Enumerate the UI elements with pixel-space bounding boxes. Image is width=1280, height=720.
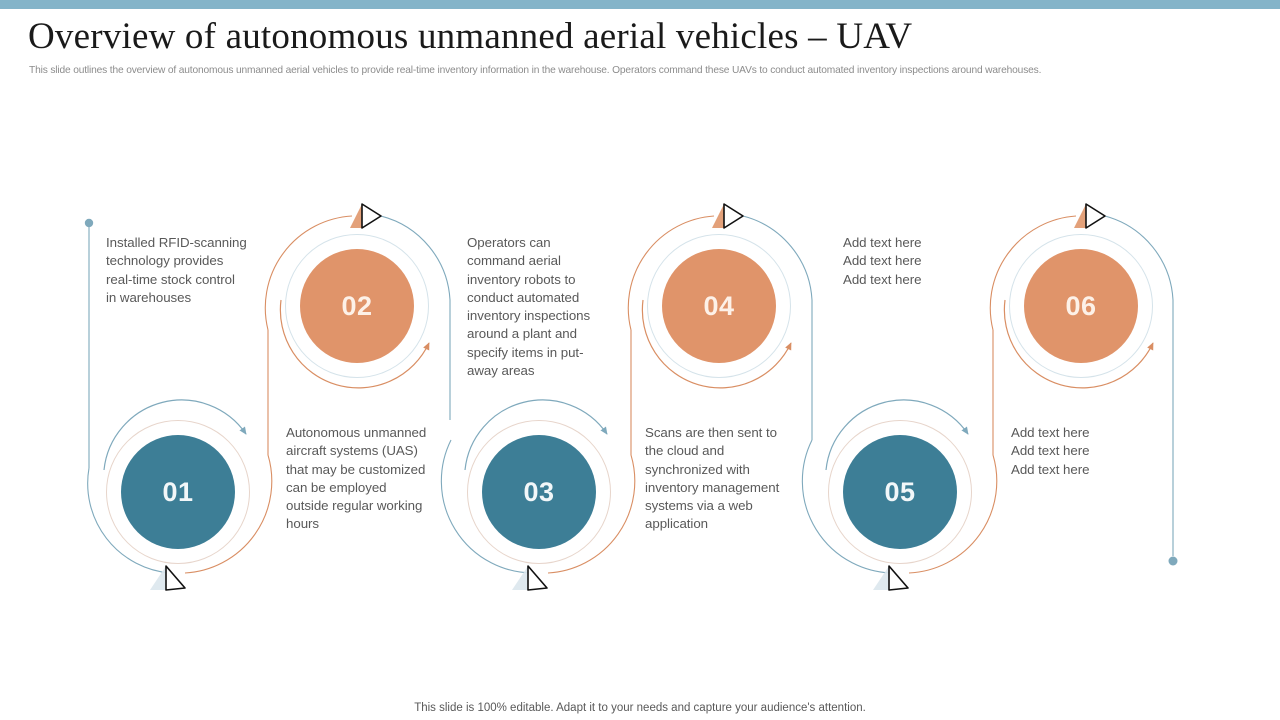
text-line: Add text here bbox=[843, 271, 922, 287]
triangle-marker-06 bbox=[1074, 203, 1106, 229]
page-title: Overview of autonomous unmanned aerial v… bbox=[28, 16, 913, 57]
step-number-01: 01 bbox=[121, 435, 235, 549]
triangle-marker-02 bbox=[350, 203, 382, 229]
step-text-block-3: Operators can command aerial inventory r… bbox=[467, 234, 590, 380]
step-circle-01[interactable]: 01 bbox=[99, 413, 259, 573]
step-circle-02[interactable]: 02 bbox=[278, 227, 438, 387]
end-dot bbox=[1168, 556, 1178, 566]
step-number-04: 04 bbox=[662, 249, 776, 363]
text-line: in warehouses bbox=[106, 289, 192, 305]
top-accent-bar bbox=[0, 0, 1280, 9]
text-line: away areas bbox=[467, 363, 535, 379]
step-text-block-2: Autonomous unmanned aircraft systems (UA… bbox=[286, 424, 426, 534]
text-line: specify items in put- bbox=[467, 344, 584, 360]
step-text-block-4: Scans are then sent to the cloud and syn… bbox=[645, 424, 779, 534]
text-line: that may be customized bbox=[286, 461, 426, 477]
footer-note: This slide is 100% editable. Adapt it to… bbox=[414, 702, 866, 714]
text-line: inventory robots to bbox=[467, 271, 576, 287]
start-dot bbox=[84, 218, 94, 228]
step-circle-06[interactable]: 06 bbox=[1002, 227, 1162, 387]
step-number-03: 03 bbox=[482, 435, 596, 549]
text-line: Add text here bbox=[1011, 425, 1090, 440]
text-line: Installed RFID-scanning bbox=[106, 235, 247, 250]
text-line: application bbox=[645, 516, 709, 532]
triangle-marker-04 bbox=[712, 203, 744, 229]
circle-arc-arrows bbox=[103, 299, 1154, 471]
text-line: Add text here bbox=[1011, 461, 1090, 477]
text-line: aircraft systems (UAS) bbox=[286, 443, 418, 459]
text-line: Add text here bbox=[843, 235, 922, 250]
text-line: conduct automated bbox=[467, 289, 580, 305]
text-line: Operators can bbox=[467, 235, 551, 250]
text-line: command aerial bbox=[467, 253, 561, 269]
text-line: real-time stock control bbox=[106, 271, 235, 287]
step-number-02: 02 bbox=[300, 249, 414, 363]
text-line: Autonomous unmanned bbox=[286, 425, 427, 440]
step-circle-03[interactable]: 03 bbox=[460, 413, 620, 573]
text-line: the cloud and bbox=[645, 443, 725, 459]
step-circle-05[interactable]: 05 bbox=[821, 413, 981, 573]
text-line: inventory inspections bbox=[467, 308, 591, 324]
text-line: synchronized with bbox=[645, 461, 750, 477]
triangle-marker-03 bbox=[512, 565, 548, 591]
step-text-block-1: Installed RFID-scanning technology provi… bbox=[106, 234, 247, 307]
triangle-marker-05 bbox=[873, 565, 909, 591]
triangle-markers bbox=[150, 203, 1106, 591]
step-number-05: 05 bbox=[843, 435, 957, 549]
step-text-block-6: Add text here Add text here Add text her… bbox=[1011, 424, 1090, 479]
text-line: Scans are then sent to bbox=[645, 425, 777, 440]
triangle-marker-01 bbox=[150, 565, 186, 591]
text-line: outside regular working bbox=[286, 498, 423, 514]
text-line: technology provides bbox=[106, 253, 224, 269]
text-line: inventory management bbox=[645, 479, 780, 495]
text-line: Add text here bbox=[1011, 443, 1090, 459]
connector-spine bbox=[84, 215, 1178, 574]
step-number-06: 06 bbox=[1024, 249, 1138, 363]
step-text-block-5: Add text here Add text here Add text her… bbox=[843, 234, 922, 289]
text-line: can be employed bbox=[286, 479, 387, 495]
text-line: systems via a web bbox=[645, 498, 753, 514]
step-circle-04[interactable]: 04 bbox=[640, 227, 800, 387]
text-line: Add text here bbox=[843, 253, 922, 269]
text-line: hours bbox=[286, 516, 320, 532]
text-line: around a plant and bbox=[467, 326, 578, 342]
page-subtitle: This slide outlines the overview of auto… bbox=[29, 65, 1042, 76]
